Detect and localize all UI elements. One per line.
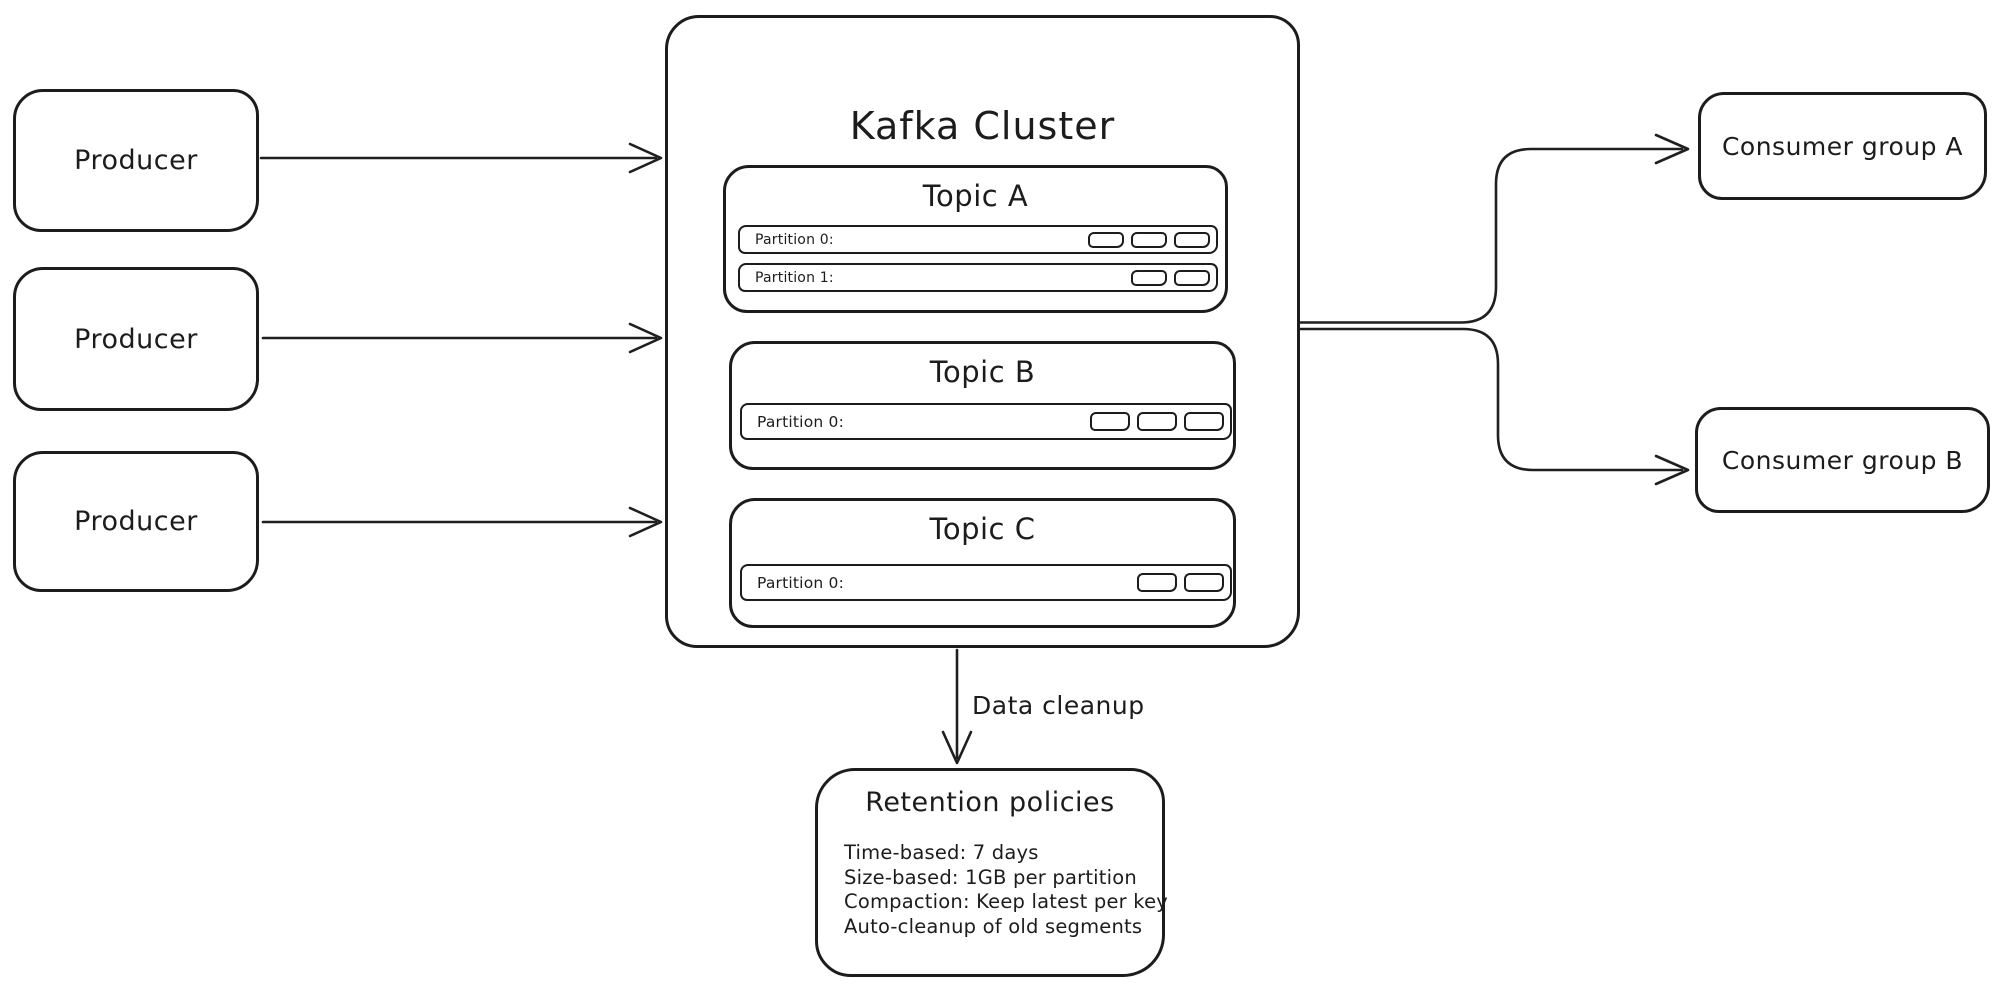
- partition-label: Partition 0:: [757, 573, 845, 592]
- retention-policy-list: Time-based: 7 days Size-based: 1GB per p…: [844, 841, 1169, 939]
- log-segment: [1137, 573, 1177, 592]
- retention-policy-line: Time-based: 7 days: [844, 841, 1039, 864]
- log-segment: [1184, 573, 1224, 592]
- topic-title: Topic A: [922, 179, 1029, 213]
- log-segment: [1137, 412, 1177, 431]
- log-segment: [1131, 231, 1167, 248]
- topic-c-box: Topic C Partition 0:: [729, 498, 1236, 628]
- retention-policy-line: Compaction: Keep latest per key: [844, 890, 1169, 913]
- log-segment: [1174, 269, 1210, 286]
- consumer-group-a-node: Consumer group A: [1698, 92, 1987, 200]
- retention-policy-line: Auto-cleanup of old segments: [844, 914, 1143, 938]
- producer-node-1: Producer: [13, 89, 259, 232]
- cluster-title: Kafka Cluster: [849, 104, 1116, 148]
- partition-row: Partition 0:: [740, 403, 1232, 440]
- producer-node-2: Producer: [13, 267, 259, 411]
- segment-group: [1137, 573, 1224, 592]
- consumer-group-b-node: Consumer group B: [1695, 407, 1990, 513]
- segment-group: [1131, 269, 1210, 286]
- segment-group: [1088, 231, 1210, 248]
- topic-title: Topic B: [929, 355, 1036, 389]
- arrowhead-producer-2: [628, 322, 663, 354]
- log-segment: [1184, 412, 1224, 431]
- log-segment: [1131, 269, 1167, 286]
- arrowhead-producer-3: [628, 506, 663, 538]
- topic-title: Topic C: [929, 512, 1036, 546]
- retention-policies-box: Retention policies Time-based: 7 days Si…: [815, 768, 1169, 977]
- producer-label: Producer: [74, 506, 198, 537]
- consumer-label: Consumer group A: [1721, 131, 1964, 161]
- producer-node-3: Producer: [13, 451, 259, 592]
- arrowhead-data-cleanup: [941, 730, 973, 765]
- partition-row: Partition 0:: [740, 564, 1232, 601]
- consumer-label: Consumer group B: [1721, 445, 1964, 475]
- topic-a-box: Topic A Partition 0: Partition 1:: [723, 165, 1228, 313]
- arrowhead-producer-1: [628, 142, 663, 174]
- log-segment: [1174, 231, 1210, 248]
- producer-label: Producer: [74, 323, 198, 355]
- arrowhead-consumer-b: [1654, 454, 1690, 486]
- arrowhead-consumer-a: [1654, 133, 1690, 165]
- retention-title: Retention policies: [865, 787, 1115, 818]
- partition-row: Partition 1:: [738, 263, 1218, 292]
- log-segment: [1090, 412, 1130, 431]
- data-cleanup-label: Data cleanup: [972, 691, 1145, 720]
- retention-policy-line: Size-based: 1GB per partition: [844, 865, 1137, 889]
- arrow-consumer-a: [1298, 147, 1684, 324]
- arrow-consumer-b: [1298, 327, 1684, 472]
- log-segment: [1088, 231, 1124, 248]
- segment-group: [1090, 412, 1224, 431]
- partition-label: Partition 0:: [755, 231, 834, 248]
- partition-label: Partition 0:: [757, 412, 845, 431]
- partition-row: Partition 0:: [738, 225, 1218, 254]
- producer-label: Producer: [74, 145, 198, 176]
- topic-b-box: Topic B Partition 0:: [729, 341, 1236, 470]
- partition-label: Partition 1:: [755, 269, 834, 286]
